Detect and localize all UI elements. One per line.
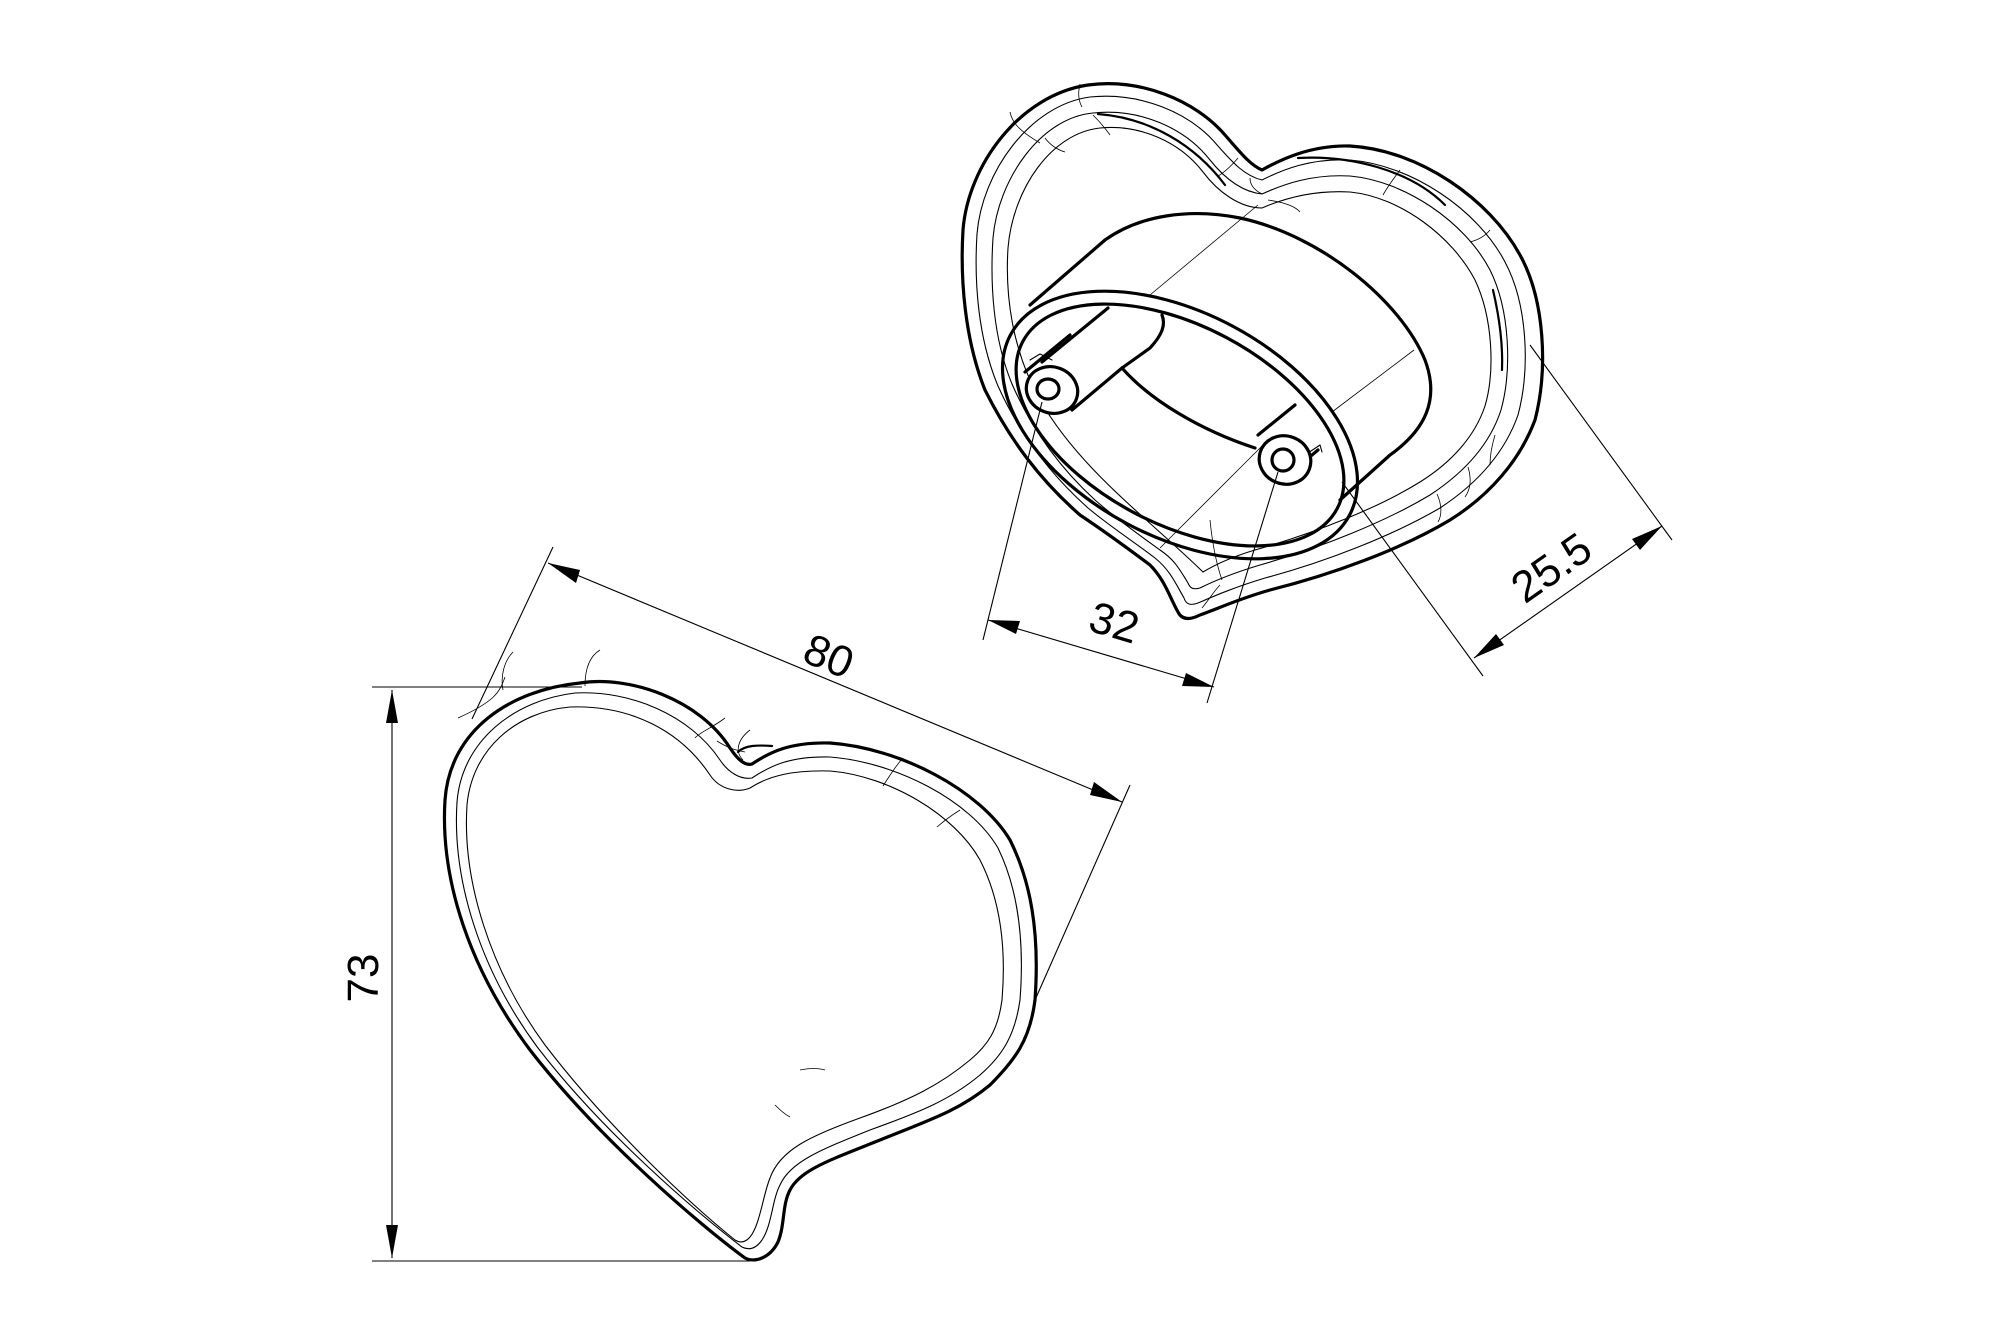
- rear-rim-tick: [1209, 519, 1223, 581]
- dimension-80-label: 80: [797, 625, 861, 689]
- front-rim-tick: [774, 1104, 791, 1118]
- dimension-73-label: 73: [339, 954, 388, 1003]
- construction-line: [1159, 445, 1263, 549]
- front-rim-tick: [799, 1068, 826, 1071]
- rear-screw-boss-right: [1256, 403, 1323, 486]
- rear-cylinder-rim-inner: [1014, 302, 1346, 548]
- front-rim-tick: [936, 809, 961, 828]
- rear-rim-highlight: [1296, 156, 1447, 207]
- rear-rim-highlight: [1096, 112, 1227, 187]
- dimension-25-5: 25.5: [1341, 344, 1673, 677]
- rear-heart-rim: [975, 95, 1526, 605]
- front-heart-view: [442, 649, 1038, 1262]
- front-rim-tick: [457, 676, 506, 719]
- rear-rim-tick: [1044, 137, 1066, 153]
- rear-heart-outline: [960, 82, 1545, 620]
- front-heart-face: [465, 706, 1004, 1243]
- rear-rim-tick: [1217, 157, 1239, 177]
- rear-rim-tick: [1267, 199, 1301, 213]
- front-rim-tick: [737, 729, 751, 761]
- rear-rim-tick: [1464, 466, 1471, 498]
- construction-line: [1331, 349, 1415, 413]
- rear-rim-tick: [1436, 493, 1442, 523]
- rear-rim-tick: [1489, 434, 1496, 466]
- rear-rim-tick: [1469, 229, 1491, 243]
- rear-cylinder-left-edge: [1028, 238, 1107, 307]
- front-heart-outline: [442, 679, 1038, 1262]
- rear-cylinder-cavity: [1120, 366, 1257, 450]
- rear-rim-highlight: [1491, 288, 1504, 372]
- front-heart-notch: [736, 744, 774, 754]
- front-rim-tick: [716, 740, 746, 753]
- rear-rim-tick: [1078, 83, 1083, 108]
- front-rim-tick: [584, 649, 601, 687]
- front-rim-tick: [694, 717, 726, 739]
- front-rim-tick: [501, 651, 514, 691]
- dimension-73: 73: [339, 686, 750, 1262]
- rear-rim-tick: [1249, 177, 1263, 195]
- dimension-80: 80: [471, 546, 1131, 1001]
- rear-rim-tick: [1092, 114, 1111, 136]
- construction-line: [1149, 204, 1259, 296]
- front-rim-tick: [882, 757, 904, 787]
- rear-heart-view: [960, 82, 1545, 620]
- front-heart-rim: [455, 692, 1022, 1250]
- rear-rim-tick: [1382, 169, 1401, 196]
- rear-screw-boss-left: [1023, 306, 1124, 415]
- rear-cylinder-cavity-top: [1120, 313, 1166, 370]
- dimension-25-5-label: 25.5: [1503, 523, 1601, 612]
- rear-rim-tick: [1009, 111, 1041, 144]
- rear-rim-tick: [1201, 584, 1221, 609]
- dimension-32-label: 32: [1084, 593, 1145, 654]
- rear-cylinder-body: [1103, 212, 1433, 502]
- rear-cylinder-rim-outer: [1000, 289, 1360, 561]
